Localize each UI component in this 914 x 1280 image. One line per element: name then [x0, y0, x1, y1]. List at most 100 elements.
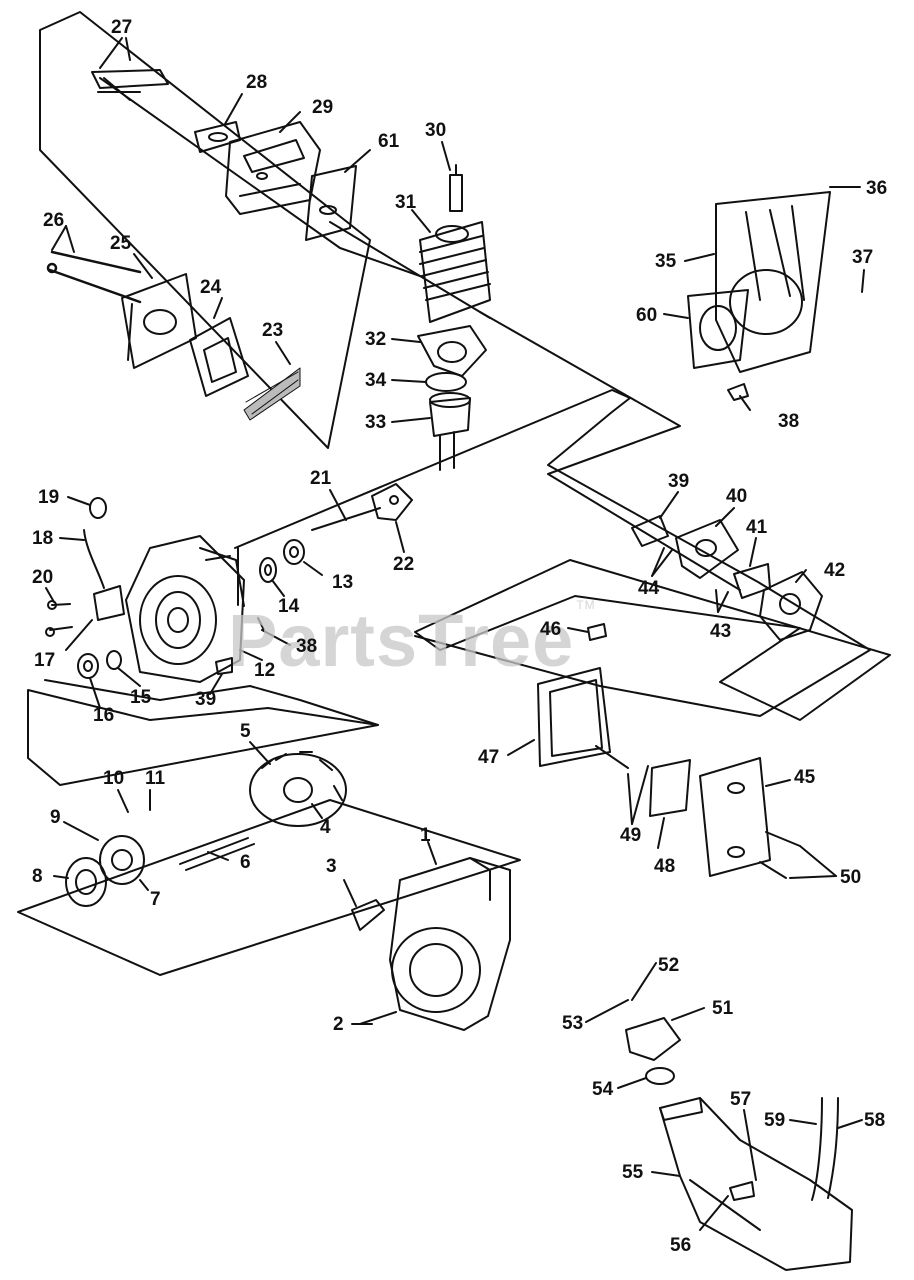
exhaust-gasket: [194, 121, 241, 153]
callout-10: 10: [103, 768, 125, 789]
callout-38-top: 38: [778, 411, 800, 432]
callout-56: 56: [670, 1235, 692, 1256]
callout-31: 31: [395, 192, 417, 213]
callout-58: 58: [864, 1110, 886, 1131]
callout-18: 18: [32, 528, 54, 549]
carb-spacer: [733, 563, 771, 599]
callout-45: 45: [794, 767, 816, 788]
carb-adapter: [675, 519, 739, 579]
callout-61: 61: [378, 131, 400, 152]
engine-cover-housing: [389, 857, 511, 1031]
callout-43: 43: [710, 621, 732, 642]
callout-49: 49: [620, 825, 642, 846]
carburetor-box: [414, 559, 891, 721]
callout-15: 15: [130, 687, 152, 708]
callout-22: 22: [393, 554, 415, 575]
callout-20: 20: [32, 567, 54, 588]
air-filter-cover: [121, 273, 197, 369]
coil-screws: [45, 600, 73, 637]
callout-44: 44: [638, 578, 660, 599]
fan-housing-top-right: [715, 191, 831, 373]
fuel-tank: [659, 1097, 853, 1271]
carburetor: [759, 571, 823, 641]
callout-39-right: 39: [668, 471, 690, 492]
filter-element: [649, 759, 691, 817]
housing-screw: [359, 1011, 397, 1025]
callout-27: 27: [111, 17, 133, 38]
callout-28: 28: [246, 72, 268, 93]
ignition-coil: [83, 497, 125, 621]
callout-7: 7: [150, 889, 161, 910]
callout-50: 50: [840, 867, 862, 888]
air-filter-gasket: [189, 317, 249, 397]
air-filter-screen: [243, 367, 301, 421]
callout-26: 26: [43, 210, 65, 231]
piston: [429, 392, 471, 471]
housing-parts-small: [77, 617, 265, 679]
callout-30: 30: [425, 120, 447, 141]
throttle-lever: [351, 899, 385, 931]
seal-washer: [259, 557, 277, 583]
leader-lines: [45, 37, 865, 1231]
callout-13: 13: [332, 572, 354, 593]
callout-19: 19: [38, 487, 60, 508]
fuel-cap-gasket: [645, 1067, 675, 1085]
callout-41: 41: [746, 517, 768, 538]
callout-53: 53: [562, 1013, 584, 1034]
callout-33: 33: [365, 412, 387, 433]
cylinder-gasket: [417, 325, 487, 377]
fuel-lines: [811, 1097, 839, 1201]
callout-29: 29: [312, 97, 334, 118]
callout-55: 55: [622, 1162, 644, 1183]
air-cleaner-cover: [699, 757, 771, 877]
section-outlines: [17, 11, 891, 976]
callout-36: 36: [866, 178, 888, 199]
fuel-cap: [625, 1017, 681, 1061]
callout-57: 57: [730, 1089, 752, 1110]
callout-60: 60: [636, 305, 658, 326]
callout-37: 37: [852, 247, 874, 268]
spark-plug: [449, 164, 463, 212]
cylinder: [419, 221, 491, 323]
callout-12: 12: [254, 660, 276, 681]
piston-ring: [425, 372, 467, 392]
callout-59: 59: [764, 1110, 786, 1131]
callout-42: 42: [824, 560, 846, 581]
callout-6: 6: [240, 852, 251, 873]
callout-3: 3: [326, 856, 337, 877]
callout-32: 32: [365, 329, 387, 350]
air-filter-bolts: [46, 250, 142, 304]
callout-5: 5: [240, 721, 251, 742]
callout-14: 14: [278, 596, 300, 617]
callout-34: 34: [365, 370, 387, 391]
callout-39-left: 39: [195, 689, 217, 710]
right-gasket: [687, 289, 749, 369]
heat-shield-plate: [305, 165, 357, 241]
starter-pulley: [99, 835, 145, 885]
exhaust-group-box: [39, 11, 371, 449]
callout-46: 46: [540, 619, 562, 640]
callout-47: 47: [478, 747, 500, 768]
callout-38-mid: 38: [296, 636, 318, 657]
callout-17: 17: [34, 650, 56, 671]
callout-54: 54: [592, 1079, 614, 1100]
callout-51: 51: [712, 998, 734, 1019]
small-part-46: [587, 623, 607, 641]
housing-lower-box: [17, 799, 521, 976]
cover-bolts: [595, 745, 801, 879]
starter-cup: [65, 857, 107, 907]
callout-21: 21: [310, 468, 332, 489]
callout-35: 35: [655, 251, 677, 272]
callout-8: 8: [32, 866, 43, 887]
callout-25: 25: [110, 233, 132, 254]
air-box: [537, 667, 611, 767]
callout-4: 4: [320, 817, 331, 838]
flywheel-fan: [249, 751, 347, 827]
exhaust-tube: [91, 69, 169, 101]
callout-23: 23: [262, 320, 284, 341]
callout-1: 1: [420, 825, 431, 846]
callout-40: 40: [726, 486, 748, 507]
callout-9: 9: [50, 807, 61, 828]
